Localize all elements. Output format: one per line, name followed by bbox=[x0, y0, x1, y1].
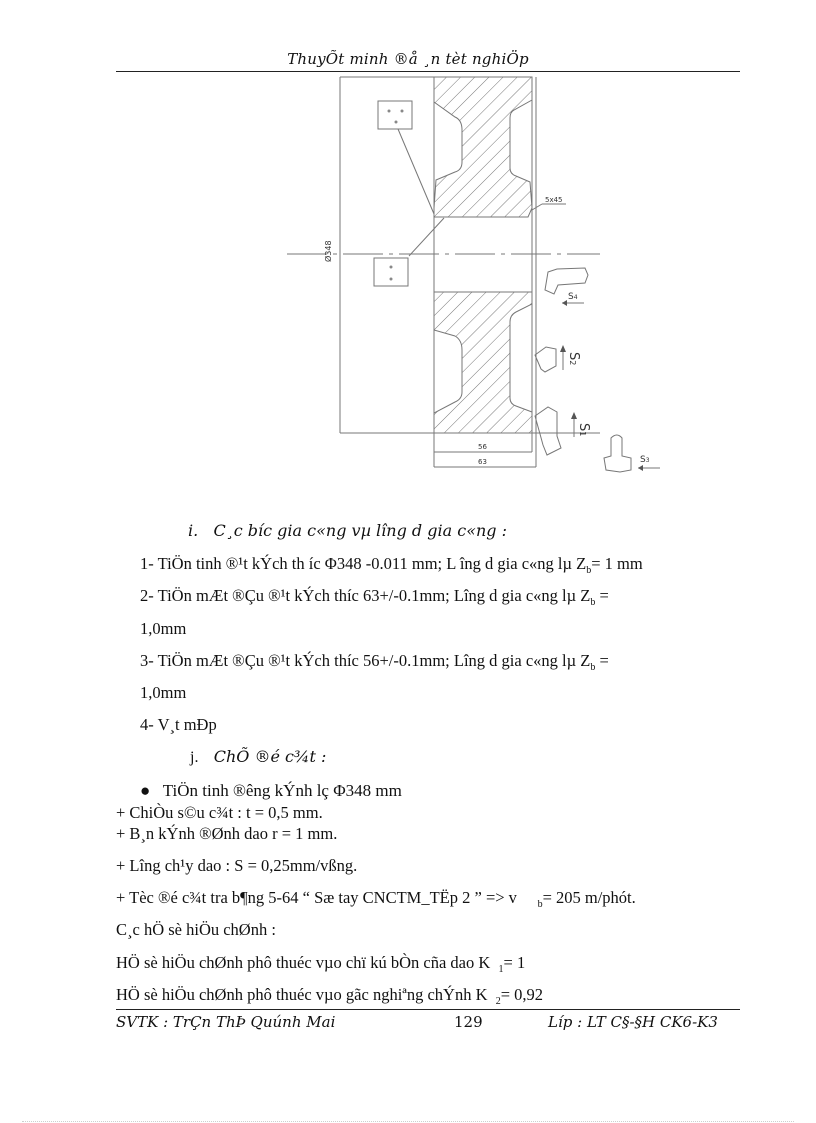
bullet-item: ● TiÖn tinh ®­êng kÝnh l­ç Φ348 mm bbox=[140, 781, 402, 801]
speed-value: = 205 m/phót. bbox=[542, 888, 636, 907]
dimension-63-label: 63 bbox=[478, 458, 487, 466]
dimension-56-label: 56 bbox=[478, 443, 487, 451]
step-1-tail: = 1 mm bbox=[591, 554, 643, 573]
section-i-heading: i. C¸c b­íc gia c«ng vµ l­îng d­ gia c«n… bbox=[188, 521, 507, 540]
speed-text: + Tèc ®é c¾t tra b¶ng 5-64 “ Sæ tay CNCT… bbox=[116, 888, 517, 907]
feed-s1-label: S1 bbox=[576, 423, 591, 436]
coefficient-k2-value: = 0,92 bbox=[500, 985, 544, 1004]
section-i-title: C¸c b­íc gia c«ng vµ l­îng d­ gia c«ng : bbox=[213, 521, 508, 540]
step-1: 1- TiÖn tinh ®¹t kÝch th­ íc Φ348 -0.011… bbox=[140, 554, 643, 576]
step-2-continuation: 1,0mm bbox=[140, 619, 187, 638]
header-rule bbox=[116, 71, 740, 72]
coefficient-k1-value: = 1 bbox=[503, 953, 526, 972]
step-2-subscript: b bbox=[590, 597, 596, 608]
technical-drawing: Ø348 5x45 56 63 S4 S2 S1 S3 bbox=[280, 74, 700, 480]
coefficients-title: C¸c hÖ sè hiÖu chØnh : bbox=[116, 920, 276, 939]
param-tool-radius: + B¸n kÝnh ®Ønh dao r = 1 mm. bbox=[116, 824, 338, 843]
bullet-icon: ● bbox=[140, 781, 151, 800]
section-j-title: ChÕ ®é c¾t : bbox=[213, 747, 327, 766]
coefficient-k1-subscript: 1 bbox=[498, 964, 504, 975]
param-feed: + L­îng ch¹y dao : S = 0,25mm/vßng. bbox=[116, 856, 358, 875]
section-i-marker: i. bbox=[188, 521, 199, 540]
step-4: 4- V¸t mÐp bbox=[140, 715, 217, 734]
step-3-subscript: b bbox=[590, 662, 596, 673]
param-cutting-speed: + Tèc ®é c¾t tra b¶ng 5-64 “ Sæ tay CNCT… bbox=[116, 888, 636, 910]
step-1-subscript: b bbox=[586, 565, 592, 576]
bullet-text: TiÖn tinh ®­êng kÝnh l­ç Φ348 mm bbox=[162, 781, 402, 800]
step-3: 3- TiÖn mÆt ®Çu ®¹t kÝch th­íc 56+/-0.1m… bbox=[140, 651, 609, 673]
page-boundary bbox=[22, 1121, 794, 1122]
step-2-tail: = bbox=[595, 586, 609, 605]
coefficient-k1: HÖ sè hiÖu chØnh phô thuéc vµo chï kú bÒ… bbox=[116, 953, 526, 975]
coefficient-k2: HÖ sè hiÖu chØnh phô thuéc vµo gãc nghiª… bbox=[116, 985, 544, 1007]
step-2-text: 2- TiÖn mÆt ®Çu ®¹t kÝch th­íc 63+/-0.1m… bbox=[140, 586, 591, 605]
page-number: 129 bbox=[454, 1013, 483, 1031]
hatched-section-top bbox=[433, 76, 533, 218]
coefficient-k1-text: HÖ sè hiÖu chØnh phô thuéc vµo chï kú bÒ… bbox=[116, 953, 491, 972]
chamfer-label: 5x45 bbox=[545, 196, 563, 204]
footer-class: Líp : LT C§-§H CK6-K3 bbox=[548, 1013, 718, 1031]
step-3-text: 3- TiÖn mÆt ®Çu ®¹t kÝch th­íc 56+/-0.1m… bbox=[140, 651, 591, 670]
feed-s4-label: S4 bbox=[568, 292, 578, 302]
step-3-continuation: 1,0mm bbox=[140, 683, 187, 702]
param-depth-of-cut: + ChiÒu s©u c¾t : t = 0,5 mm. bbox=[116, 803, 323, 822]
step-2: 2- TiÖn mÆt ®Çu ®¹t kÝch th­íc 63+/-0.1m… bbox=[140, 586, 740, 608]
feed-s3-label: S3 bbox=[640, 455, 650, 465]
section-j-marker: j. bbox=[190, 749, 199, 766]
coefficient-k2-text: HÖ sè hiÖu chØnh phô thuéc vµo gãc nghiª… bbox=[116, 985, 488, 1004]
footer-rule bbox=[116, 1009, 740, 1010]
coefficient-k2-subscript: 2 bbox=[495, 996, 501, 1007]
speed-subscript: b bbox=[537, 899, 543, 910]
section-j-heading: j. ChÕ ®é c¾t : bbox=[190, 747, 326, 767]
step-3-tail: = bbox=[595, 651, 609, 670]
dimension-diameter-label: Ø348 bbox=[323, 240, 333, 262]
hatched-section-bottom bbox=[433, 291, 533, 434]
page-header-title: ThuyÕt minh ®å ¸n tèt nghiÖp bbox=[287, 50, 529, 68]
part-cross-section-drawing: Ø348 5x45 56 63 S4 S2 S1 S3 bbox=[287, 76, 660, 473]
feed-s2-label: S2 bbox=[566, 352, 581, 365]
footer-author: SVTK : TrÇn ThÞ Quúnh Mai bbox=[116, 1013, 336, 1031]
step-1-text: 1- TiÖn tinh ®¹t kÝch th­ íc Φ348 -0.011… bbox=[140, 554, 587, 573]
